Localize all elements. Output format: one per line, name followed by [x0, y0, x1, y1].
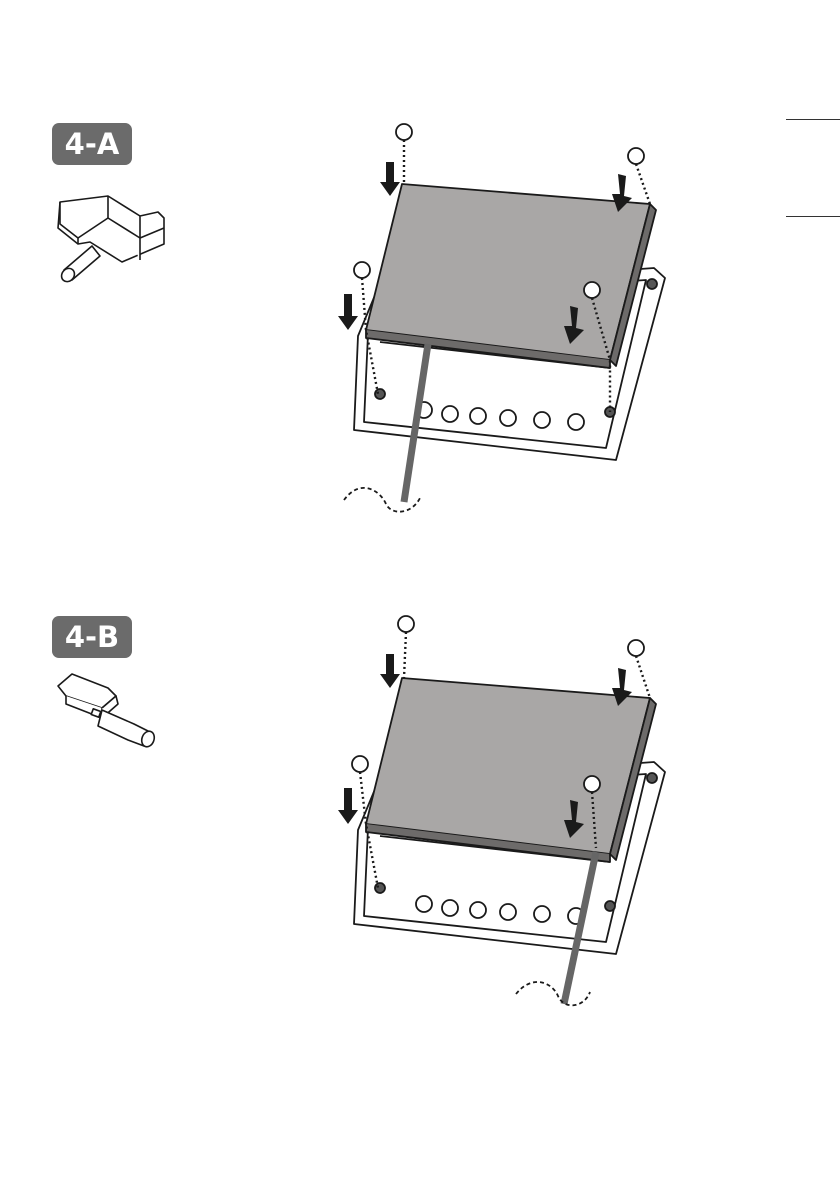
straight-plug-icon [48, 666, 168, 756]
margin-rule-bottom [786, 216, 840, 217]
step-badge-4a: 4-A [52, 123, 132, 165]
cover-screw-assembly-icon [320, 118, 680, 518]
step-badge-4b: 4-B [52, 616, 132, 658]
margin-rule-top [786, 119, 840, 120]
right-angle-plug-icon [48, 188, 168, 288]
cover-screw-assembly-icon [320, 608, 680, 1018]
